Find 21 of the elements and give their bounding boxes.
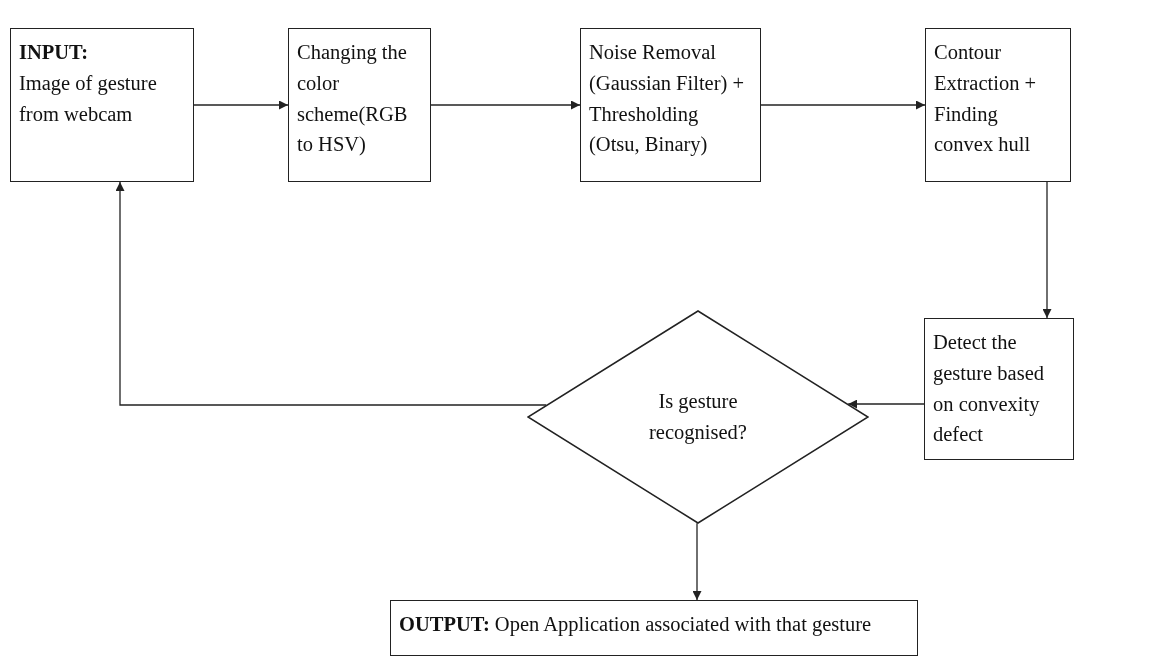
process-box — [924, 318, 1074, 460]
box-heading: INPUT: — [19, 40, 90, 65]
process-box — [10, 28, 194, 182]
arrow — [847, 399, 925, 409]
process-box — [580, 28, 761, 182]
box-text: OUTPUT: Open Application associated with that gesture — [399, 612, 873, 638]
arrow — [760, 100, 926, 110]
arrow — [193, 100, 289, 110]
process-box — [288, 28, 431, 182]
arrow — [1042, 181, 1052, 319]
decision-text: Is gesture recognised? — [648, 389, 748, 446]
arrow — [430, 100, 581, 110]
box-text: Detect the gesture based on convexity defect — [933, 330, 1045, 448]
arrow — [692, 522, 702, 601]
arrow — [115, 181, 547, 406]
box-text: Changing the color scheme(RGB to HSV) — [297, 40, 409, 158]
box-text: Noise Removal (Gaussian Filter) + Thresholding (Otsu, Binary) — [589, 40, 746, 158]
process-box — [925, 28, 1071, 182]
process-box — [390, 600, 918, 656]
box-text: Image of gesture from webcam — [19, 70, 158, 127]
box-text: Contour Extraction + Finding convex hull — [934, 40, 1038, 158]
